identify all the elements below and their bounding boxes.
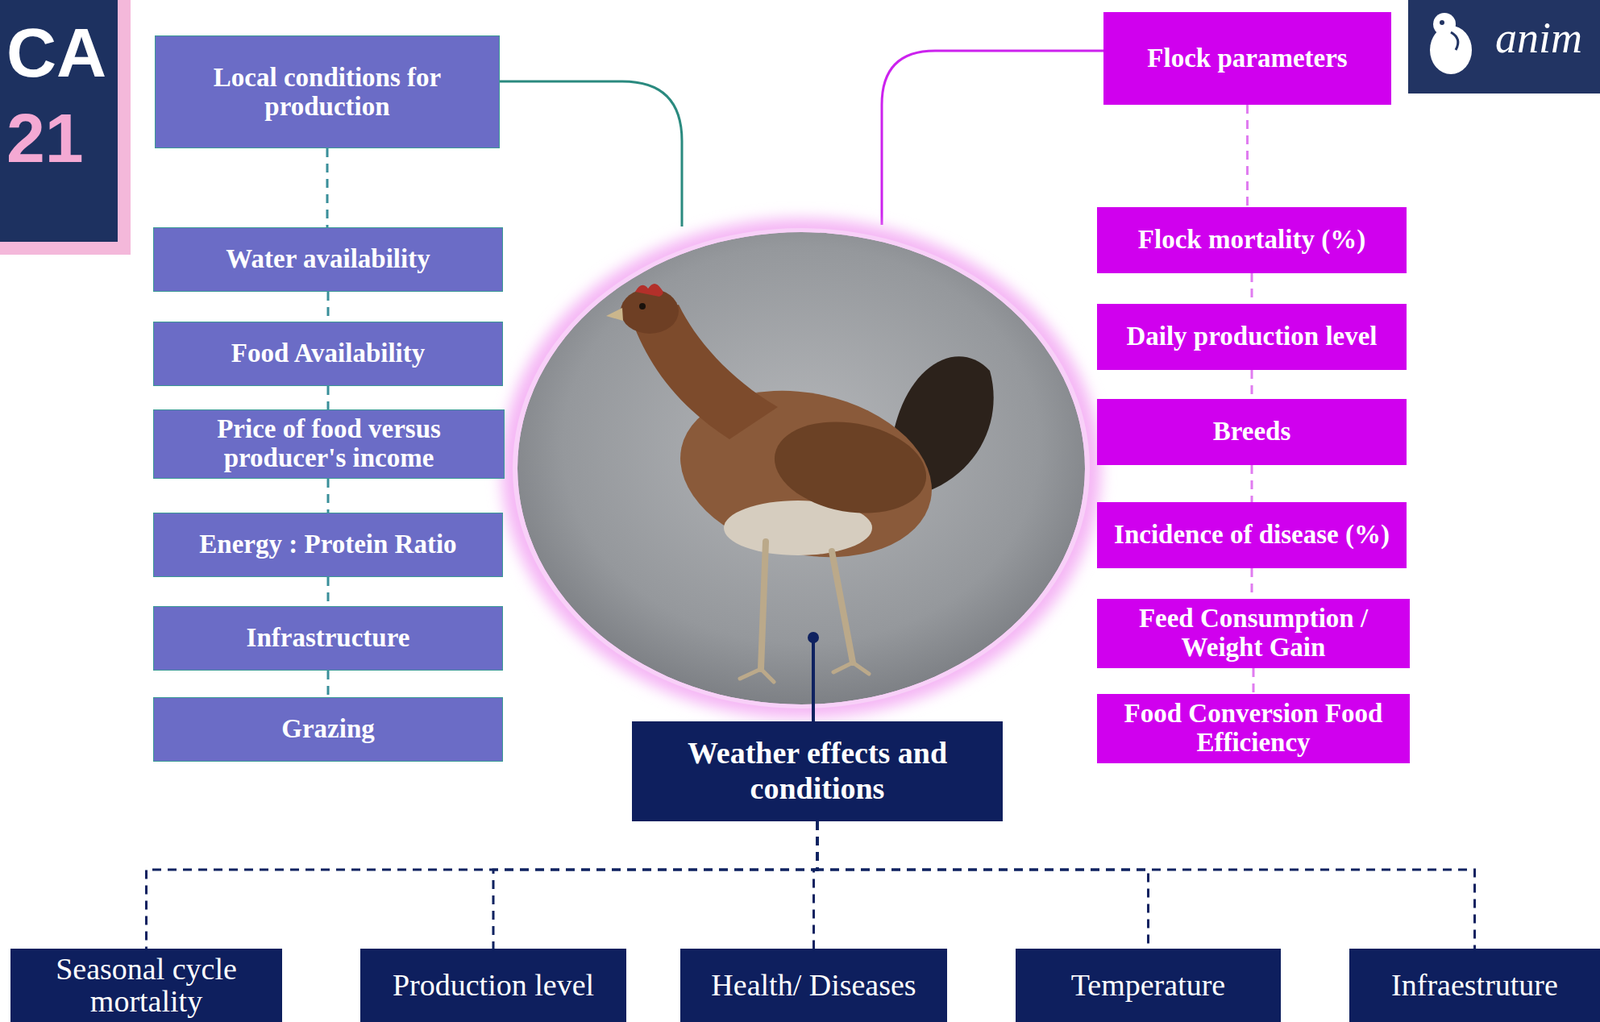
dashed-connector xyxy=(493,821,818,949)
dashed-connector xyxy=(326,148,329,228)
condition-box: Temperature xyxy=(1015,948,1281,1022)
factor-box: Infrastructure xyxy=(153,606,503,671)
parameter-box: Daily production level xyxy=(1097,303,1407,370)
sheep-icon xyxy=(1429,12,1472,75)
header-leader xyxy=(498,81,682,227)
box-label: Seasonal cycle mortality xyxy=(16,953,276,1018)
chicken-eye xyxy=(639,303,646,310)
dashed-connector xyxy=(1250,465,1254,503)
chicken-comb xyxy=(635,283,664,297)
chicken-head xyxy=(620,288,679,334)
logo-text: anim xyxy=(1495,16,1583,60)
photo-ground xyxy=(517,232,1085,705)
logo-text: CA xyxy=(6,17,107,88)
leader-dot xyxy=(807,631,819,644)
dashed-connector xyxy=(327,577,330,607)
dashed-connector xyxy=(1250,568,1254,599)
sheep-horn xyxy=(1450,32,1459,50)
chicken-beak xyxy=(606,307,624,321)
factor-box: Energy : Protein Ratio xyxy=(153,512,503,578)
logo-text: 21 xyxy=(6,103,84,173)
factor-box: Grazing xyxy=(153,697,503,762)
box-label: Water availability xyxy=(225,245,430,275)
factor-box: Price of food versus producer's income xyxy=(153,409,505,479)
box-label: Infraestruture xyxy=(1391,969,1559,1002)
chicken-legs xyxy=(760,541,853,670)
dashed-connector xyxy=(1252,668,1256,695)
condition-box: Infraestruture xyxy=(1349,948,1600,1022)
box-label: Temperature xyxy=(1071,969,1226,1002)
condition-box: Production level xyxy=(360,948,627,1022)
photo-ring xyxy=(512,228,1090,709)
category-header: Weather effects and conditions xyxy=(631,721,1003,822)
sheep-eye xyxy=(1439,20,1445,25)
dashed-connector xyxy=(1246,104,1249,208)
box-label: Daily production level xyxy=(1126,322,1377,352)
box-label: Food Conversion Food Efficiency xyxy=(1106,699,1401,757)
box-label: Weather effects and conditions xyxy=(640,735,995,807)
photo-glow xyxy=(501,218,1102,719)
factor-box: Water availability xyxy=(153,227,503,292)
chicken-photo xyxy=(517,232,1085,705)
box-label: Incidence of disease (%) xyxy=(1113,520,1390,550)
box-label: Production level xyxy=(392,969,595,1002)
parameter-box: Flock mortality (%) xyxy=(1097,207,1407,274)
chicken-wing xyxy=(767,410,934,524)
parameter-box: Food Conversion Food Efficiency xyxy=(1097,694,1410,764)
parameter-box: Feed Consumption / Weight Gain xyxy=(1097,598,1410,669)
box-label: Flock parameters xyxy=(1147,43,1347,73)
box-label: Health/ Diseases xyxy=(710,969,916,1002)
box-label: Grazing xyxy=(281,714,375,744)
category-header: Flock parameters xyxy=(1103,12,1392,105)
chicken-feet xyxy=(739,662,869,682)
dashed-connector xyxy=(1250,273,1254,304)
box-label: Breeds xyxy=(1213,417,1292,447)
dashed-connector xyxy=(327,478,330,513)
box-label: Feed Consumption / Weight Gain xyxy=(1106,604,1401,662)
dashed-connector xyxy=(146,821,819,949)
logo-panel xyxy=(0,0,118,242)
logo-panel xyxy=(1408,0,1600,94)
dashed-connector xyxy=(817,821,1149,949)
dashed-connector xyxy=(327,291,330,322)
condition-box: Seasonal cycle mortality xyxy=(10,948,283,1022)
box-label: Flock mortality (%) xyxy=(1138,225,1366,255)
box-label: Price of food versus producer's income xyxy=(166,415,491,473)
dashed-connector xyxy=(327,670,330,698)
dashed-connector xyxy=(817,821,1476,949)
sheep-body xyxy=(1429,25,1472,75)
box-label: Energy : Protein Ratio xyxy=(199,530,457,560)
box-label: Food Availability xyxy=(231,339,426,369)
photo-leader xyxy=(811,637,815,722)
condition-box: Health/ Diseases xyxy=(680,948,948,1022)
header-leader xyxy=(881,50,1104,225)
box-label: Local conditions for production xyxy=(194,62,461,122)
box-label: Infrastructure xyxy=(246,623,411,653)
factor-box: Food Availability xyxy=(153,321,503,387)
category-header: Local conditions for production xyxy=(154,35,500,149)
parameter-box: Breeds xyxy=(1097,398,1407,466)
parameter-box: Incidence of disease (%) xyxy=(1097,502,1407,569)
dashed-connector xyxy=(1250,369,1254,399)
dashed-connector xyxy=(327,386,330,410)
logo-border xyxy=(0,0,131,255)
